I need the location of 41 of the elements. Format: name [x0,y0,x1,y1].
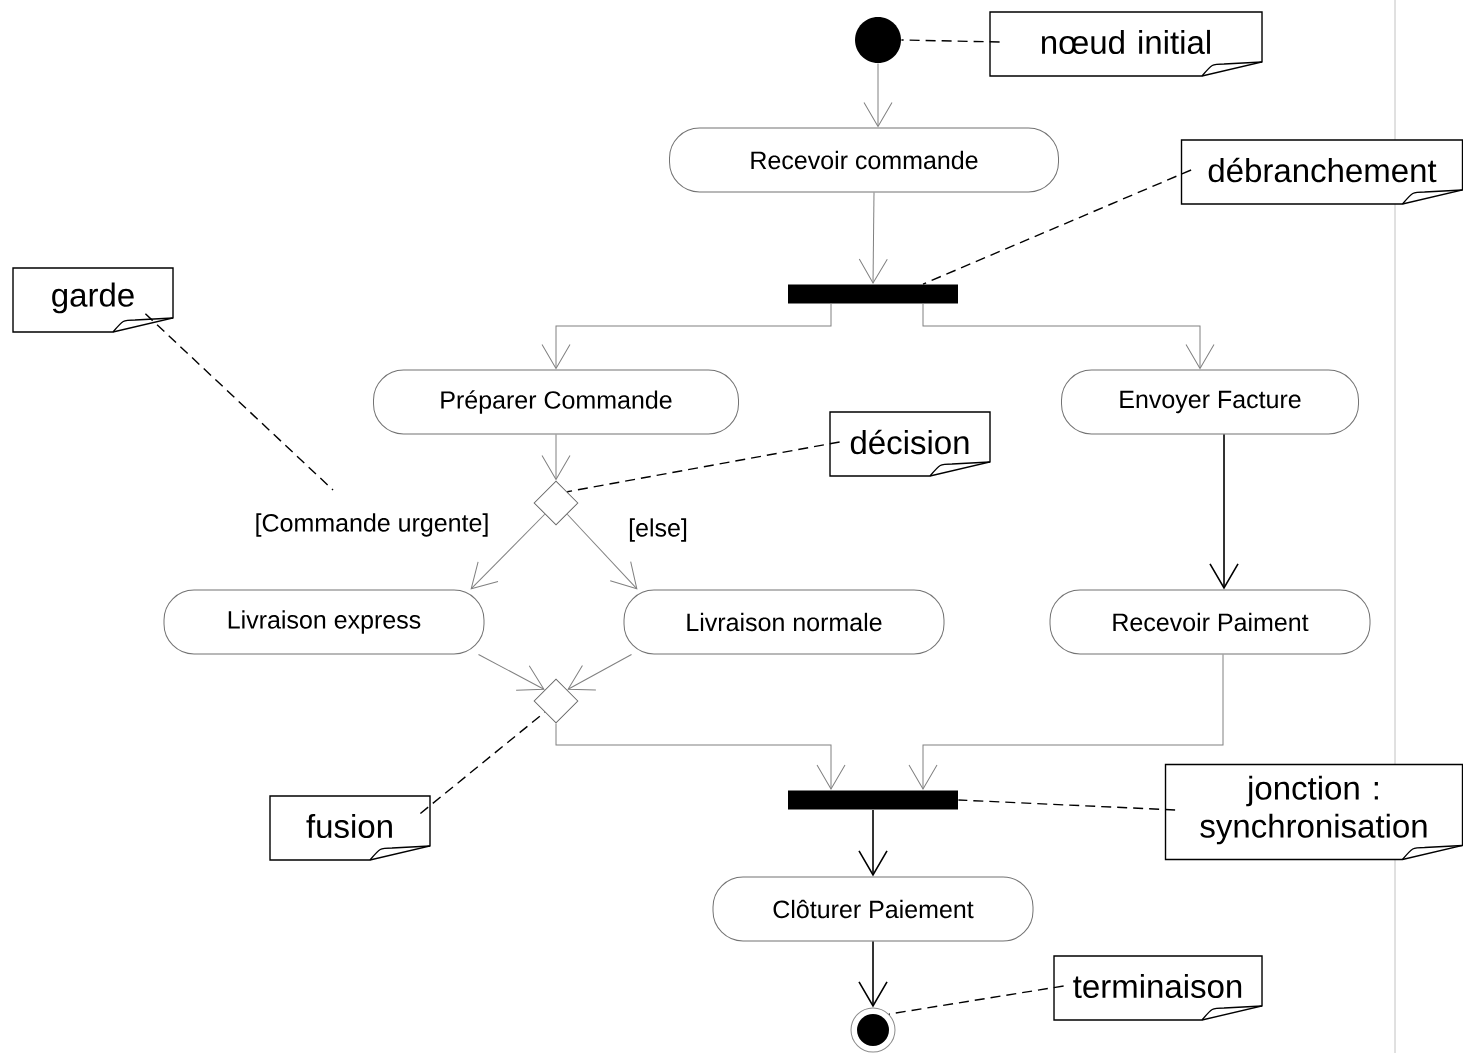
arrow [1209,433,1239,590]
note: terminaison [1053,955,1263,1021]
arrow [566,513,638,590]
arrow [555,723,846,790]
arrow [858,809,888,877]
sync-bar [788,790,958,810]
action-box: Envoyer Facture [1061,369,1359,435]
guard-label: [Commande urgente] [252,511,492,539]
leader-line [566,441,841,493]
note: jonction : synchronisation [1164,763,1463,861]
leader-line [957,799,1176,811]
leader-line [888,985,1065,1015]
action-box: Clôturer Paiement [712,876,1034,942]
note: garde [12,267,174,333]
note: fusion [269,795,431,861]
arrow [541,303,832,369]
action-box: Préparer Commande [373,369,739,435]
arrow [470,513,546,590]
note: décision [829,411,991,477]
final-node [850,1007,896,1053]
initial-node [855,17,901,63]
arrow [922,303,1215,369]
leader-line [144,313,334,491]
leader-line [900,39,1001,43]
arrow [478,654,545,691]
action-box: Livraison express [163,589,485,655]
arrow [908,654,1224,790]
note: débranchement [1180,139,1463,205]
sync-bar [788,284,958,304]
guard-label: [else] [626,516,690,544]
action-box: Recevoir commande [669,127,1059,193]
leader-line [922,169,1192,285]
arrow [858,940,888,1008]
action-box: Recevoir Paiment [1049,589,1371,655]
action-box: Livraison normale [623,589,945,655]
decision-diamond [533,480,579,526]
arrow [863,62,893,127]
arrow [858,192,888,284]
decision-diamond [533,678,579,724]
note: nœud initial [989,11,1263,77]
arrow [567,654,632,691]
